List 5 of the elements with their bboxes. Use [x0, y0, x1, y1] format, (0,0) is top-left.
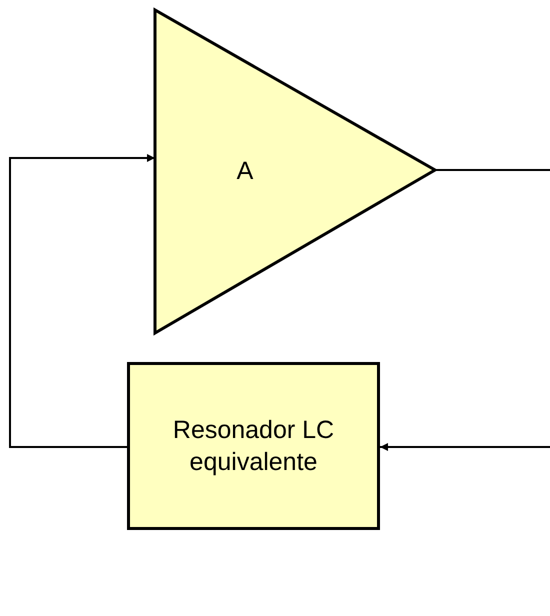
arrow: [9, 154, 155, 448]
amplifier-label: A: [236, 156, 254, 188]
arrow: [380, 169, 550, 451]
resonator-box: [127, 362, 380, 530]
resonator-label: Resonador LC equivalente: [172, 414, 336, 478]
